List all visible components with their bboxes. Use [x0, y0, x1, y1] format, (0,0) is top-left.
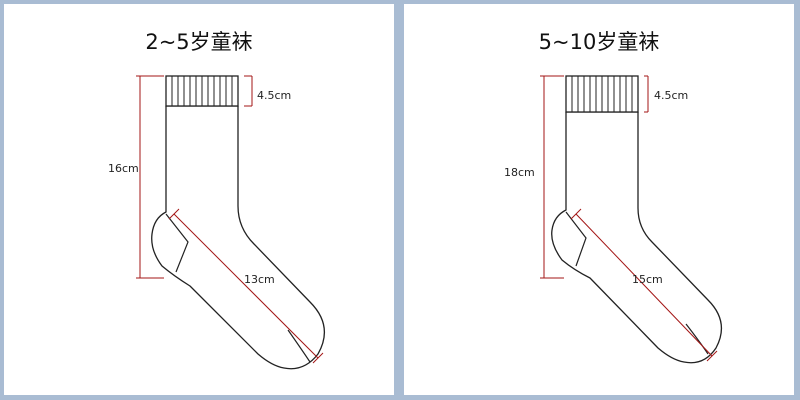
leg-length-label: 16cm	[108, 162, 139, 175]
foot-length-dimension	[168, 208, 324, 364]
leg-length-dimension	[540, 75, 564, 279]
foot-length-label: 13cm	[244, 273, 275, 286]
panel-title: 5~10岁童袜	[538, 30, 660, 54]
sock-panel-5-10: 5~10岁童袜 4.5cm 18cm	[404, 4, 794, 395]
sock-diagram: 4.5cm 18cm 15cm	[504, 75, 723, 364]
cuff-height-dimension	[244, 75, 253, 107]
foot-length-dimension	[570, 208, 718, 362]
panel-title: 2~5岁童袜	[145, 30, 253, 54]
toe-patch	[685, 323, 709, 355]
cuff-ribbing	[571, 76, 633, 112]
cuff-ribbing	[171, 76, 233, 106]
cuff-height-label: 4.5cm	[654, 89, 688, 102]
toe-patch	[287, 329, 311, 363]
foot-length-label: 15cm	[632, 273, 663, 286]
sock-outline	[551, 111, 723, 364]
leg-length-dimension	[136, 75, 164, 279]
heel-patch	[565, 211, 587, 267]
cuff-height-label: 4.5cm	[257, 89, 291, 102]
sock-outline	[151, 105, 326, 370]
sock-diagram: 4.5cm 16cm 13cm	[108, 75, 326, 370]
sock-panel-2-5: 2~5岁童袜 4.5cm	[4, 4, 394, 395]
heel-patch	[165, 213, 189, 273]
leg-length-label: 18cm	[504, 166, 535, 179]
cuff-height-dimension	[644, 75, 649, 113]
